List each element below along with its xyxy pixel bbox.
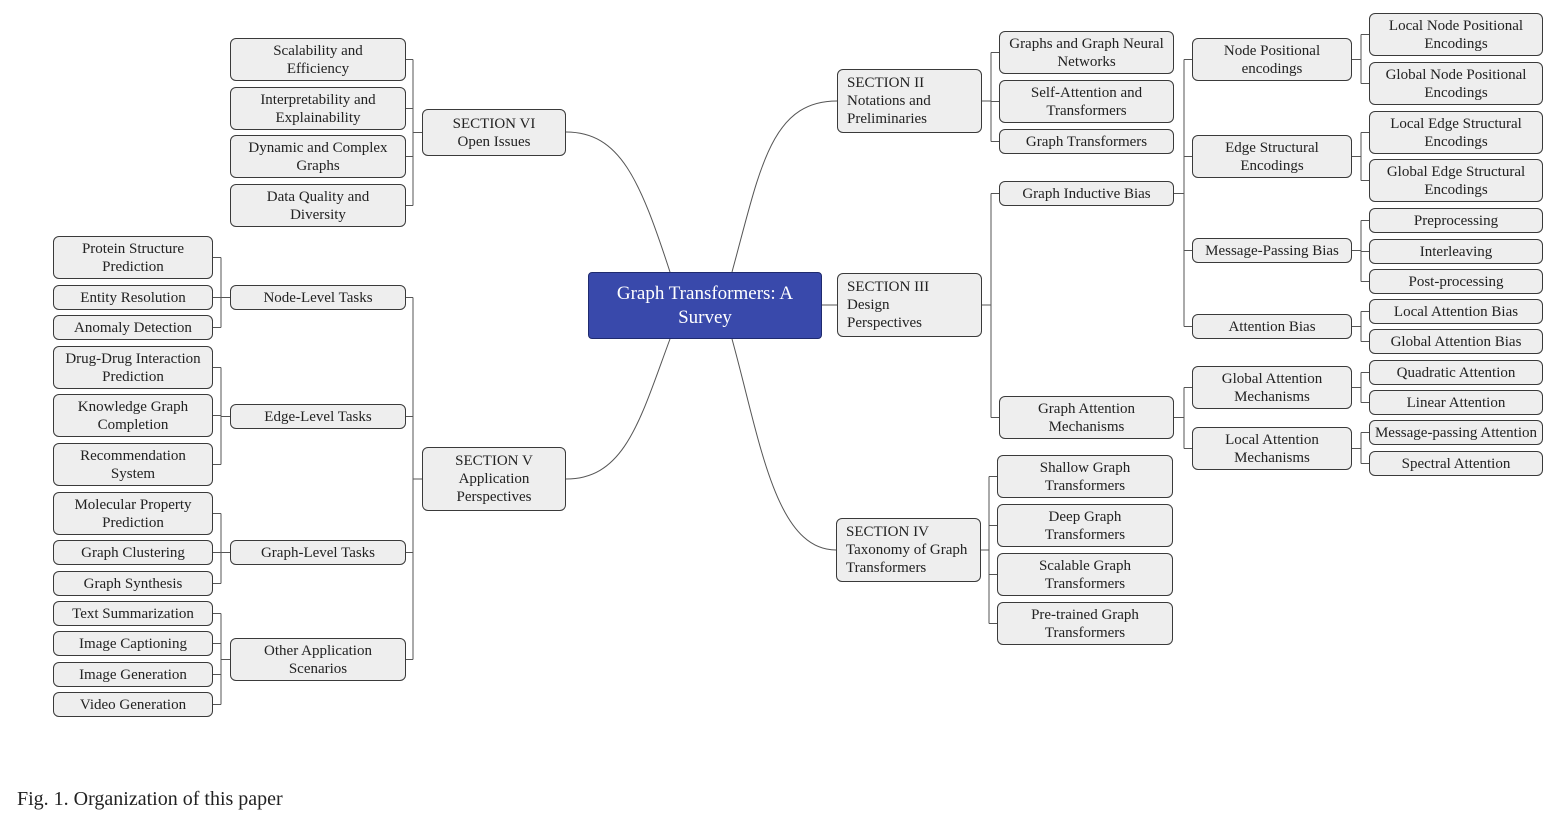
attention-leaf-1: Quadratic Attention xyxy=(1369,360,1543,385)
open-issue-1: Scalability and Efficiency xyxy=(230,38,406,81)
edge-structural-node: Edge Structural Encodings xyxy=(1192,135,1352,178)
attention-leaf-4: Spectral Attention xyxy=(1369,451,1543,476)
inductive-leaf-5: Preprocessing xyxy=(1369,208,1543,233)
application-leaf-3: Anomaly Detection xyxy=(53,315,213,340)
application-leaf-11: Image Captioning xyxy=(53,631,213,656)
notations-item-3: Graph Transformers xyxy=(999,129,1174,154)
section-iv-node: SECTION IV Taxonomy of Graph Transformer… xyxy=(836,518,981,582)
inductive-leaf-1: Local Node Positional Encodings xyxy=(1369,13,1543,56)
application-leaf-13: Video Generation xyxy=(53,692,213,717)
global-attention-node: Global Attention Mechanisms xyxy=(1192,366,1352,409)
inductive-bias-node: Graph Inductive Bias xyxy=(999,181,1174,206)
section-ii-node: SECTION II Notations and Preliminaries xyxy=(837,69,982,133)
taxonomy-item-1: Shallow Graph Transformers xyxy=(997,455,1173,498)
taxonomy-item-2: Deep Graph Transformers xyxy=(997,504,1173,547)
open-issue-3: Dynamic and Complex Graphs xyxy=(230,135,406,178)
attention-mechanisms-node: Graph Attention Mechanisms xyxy=(999,396,1174,439)
root-node: Graph Transformers: A Survey xyxy=(588,272,822,339)
application-leaf-10: Text Summarization xyxy=(53,601,213,626)
section-iii-node: SECTION III Design Perspectives xyxy=(837,273,982,337)
message-passing-node: Message-Passing Bias xyxy=(1192,238,1352,263)
section-vi-node: SECTION VI Open Issues xyxy=(422,109,566,156)
notations-item-2: Self-Attention and Transformers xyxy=(999,80,1174,123)
attention-bias-node: Attention Bias xyxy=(1192,314,1352,339)
other-scenarios-node: Other Application Scenarios xyxy=(230,638,406,681)
application-leaf-4: Drug-Drug Interaction Prediction xyxy=(53,346,213,389)
inductive-leaf-2: Global Node Positional Encodings xyxy=(1369,62,1543,105)
application-leaf-12: Image Generation xyxy=(53,662,213,687)
open-issue-4: Data Quality and Diversity xyxy=(230,184,406,227)
application-leaf-1: Protein Structure Prediction xyxy=(53,236,213,279)
node-level-tasks-node: Node-Level Tasks xyxy=(230,285,406,310)
root-link-section-iv xyxy=(731,338,837,551)
edge-level-tasks-node: Edge-Level Tasks xyxy=(230,404,406,429)
notations-item-1: Graphs and Graph Neural Networks xyxy=(999,31,1174,74)
inductive-leaf-8: Local Attention Bias xyxy=(1369,299,1543,324)
inductive-leaf-7: Post-processing xyxy=(1369,269,1543,294)
taxonomy-item-3: Scalable Graph Transformers xyxy=(997,553,1173,596)
application-leaf-7: Molecular Property Prediction xyxy=(53,492,213,535)
figure-caption: Fig. 1. Organization of this paper xyxy=(17,788,283,810)
application-leaf-2: Entity Resolution xyxy=(53,285,213,310)
attention-leaf-3: Message-passing Attention xyxy=(1369,420,1543,445)
local-attention-node: Local Attention Mechanisms xyxy=(1192,427,1352,470)
application-leaf-5: Knowledge Graph Completion xyxy=(53,394,213,437)
graph-level-tasks-node: Graph-Level Tasks xyxy=(230,540,406,565)
open-issue-2: Interpretability and Explainability xyxy=(230,87,406,130)
node-positional-node: Node Positional encodings xyxy=(1192,38,1352,81)
inductive-leaf-9: Global Attention Bias xyxy=(1369,329,1543,354)
section-v-node: SECTION V Application Perspectives xyxy=(422,447,566,511)
application-leaf-9: Graph Synthesis xyxy=(53,571,213,596)
application-leaf-8: Graph Clustering xyxy=(53,540,213,565)
taxonomy-item-4: Pre-trained Graph Transformers xyxy=(997,602,1173,645)
attention-leaf-2: Linear Attention xyxy=(1369,390,1543,415)
inductive-leaf-6: Interleaving xyxy=(1369,239,1543,264)
inductive-leaf-4: Global Edge Structural Encodings xyxy=(1369,159,1543,202)
root-link-section-v xyxy=(565,338,671,480)
application-leaf-6: Recommendation System xyxy=(53,443,213,486)
inductive-leaf-3: Local Edge Structural Encodings xyxy=(1369,111,1543,154)
root-link-section-ii xyxy=(731,100,838,273)
root-link-section-vi xyxy=(565,131,671,273)
